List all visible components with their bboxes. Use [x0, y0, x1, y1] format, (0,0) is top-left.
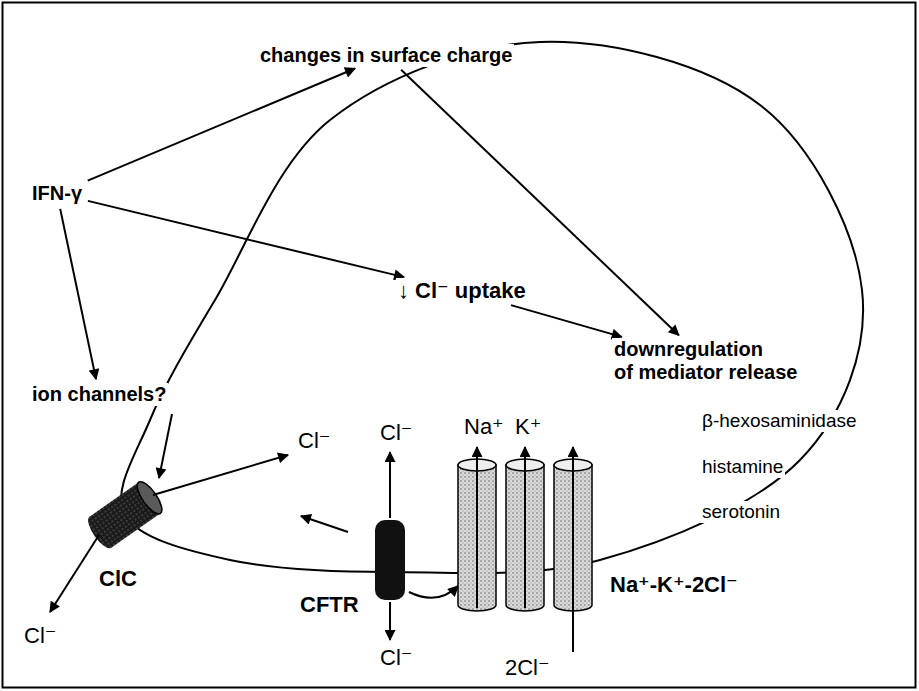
part-label: Na⁺	[462, 414, 506, 439]
connector-arrow	[88, 201, 404, 277]
node-text: IFN-γ	[30, 182, 84, 205]
part-label: ClC	[97, 566, 139, 591]
part-label: histamine	[700, 456, 785, 478]
frame	[3, 3, 916, 688]
clc-end	[84, 513, 117, 552]
cftr-channel	[375, 520, 405, 600]
text-node: ion channels?	[30, 383, 168, 406]
part-label: β-hexosaminidase	[700, 410, 859, 432]
pointer-arrow	[159, 414, 172, 478]
node-text: downregulation of mediator release	[612, 338, 799, 384]
part-label: Na⁺-K⁺-2Cl⁻	[608, 572, 740, 597]
node-text: ↓ Cl⁻ uptake	[396, 278, 528, 303]
part-label: Cl⁻	[296, 428, 332, 453]
pointer-arrow	[409, 586, 458, 598]
flux-arrow	[389, 602, 391, 640]
connector-arrow	[511, 305, 622, 337]
cotransporter	[458, 447, 592, 652]
text-node: IFN-γ	[30, 182, 84, 205]
flux-arrow	[153, 455, 288, 495]
part-label: 2Cl⁻	[503, 655, 552, 680]
flux-arrow	[50, 535, 99, 612]
part-label: Cl⁻	[22, 623, 58, 648]
connector-arrow	[60, 209, 96, 379]
part-label: Cl⁻	[378, 645, 414, 670]
part-label: CFTR	[298, 592, 361, 617]
node-text: changes in surface charge	[258, 44, 514, 67]
text-node: downregulation of mediator release	[612, 338, 799, 384]
node-text: ion channels?	[30, 383, 168, 406]
flux-arrow	[524, 447, 526, 608]
flux-arrow	[476, 447, 478, 608]
part-label: K⁺	[513, 414, 543, 439]
clc-opening	[133, 478, 166, 517]
pointer-arrow	[301, 516, 348, 532]
part-label: serotonin	[700, 501, 782, 523]
flux-arrow	[572, 447, 574, 652]
text-node: ↓ Cl⁻ uptake	[396, 278, 528, 304]
text-node: changes in surface charge	[258, 44, 514, 67]
flux-arrow	[389, 452, 391, 518]
part-label: Cl⁻	[378, 420, 414, 445]
connector-arrow	[88, 69, 355, 181]
